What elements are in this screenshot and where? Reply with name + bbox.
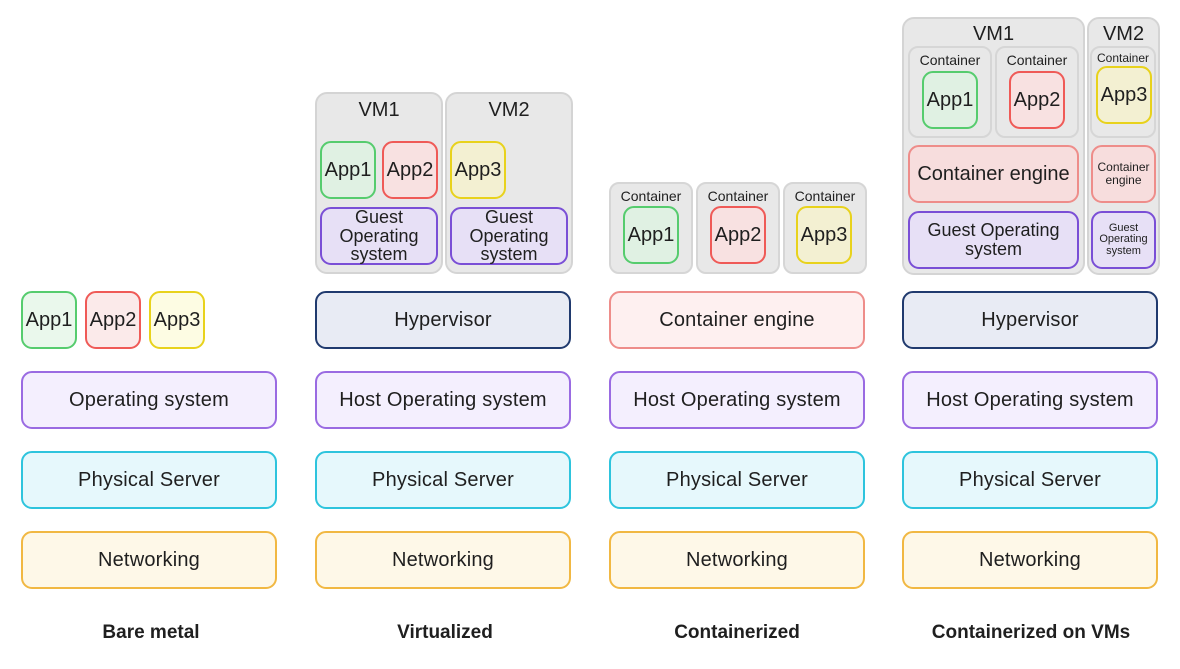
hypervisor-layer: Hypervisor bbox=[902, 291, 1158, 349]
vm1-container-engine: Container engine bbox=[908, 145, 1079, 203]
container-1-app1: App1 bbox=[623, 206, 679, 264]
app3-box: App3 bbox=[149, 291, 205, 349]
vm1-container-1-label: Container bbox=[919, 52, 981, 68]
host-os-layer: Host Operating system bbox=[902, 371, 1158, 429]
vm1-guest-os: Guest Operating system bbox=[320, 207, 438, 265]
vm1-container-2-label: Container bbox=[1006, 52, 1068, 68]
physical-server-layer: Physical Server bbox=[609, 451, 865, 509]
physical-server-layer: Physical Server bbox=[902, 451, 1158, 509]
app1-box: App1 bbox=[21, 291, 77, 349]
vm2-container-1-app3: App3 bbox=[1096, 66, 1152, 124]
vm2-container-1-label: Container bbox=[1096, 51, 1150, 65]
host-os-layer: Host Operating system bbox=[609, 371, 865, 429]
vm2-guest-os: Guest Operating system bbox=[1091, 211, 1156, 269]
caption-containerized-on-vms: Containerized on VMs bbox=[931, 622, 1131, 643]
vm2-app3-box: App3 bbox=[450, 141, 506, 199]
host-os-layer: Host Operating system bbox=[315, 371, 571, 429]
vm1-guest-os: Guest Operating system bbox=[908, 211, 1079, 269]
networking-layer: Networking bbox=[21, 531, 277, 589]
container-engine-layer: Container engine bbox=[609, 291, 865, 349]
hypervisor-layer: Hypervisor bbox=[315, 291, 571, 349]
vm1-container-1-app1: App1 bbox=[922, 71, 978, 129]
vm2-label: VM2 bbox=[1102, 23, 1145, 45]
vm1-app1-box: App1 bbox=[320, 141, 376, 199]
container-3-app3: App3 bbox=[796, 206, 852, 264]
app2-box: App2 bbox=[85, 291, 141, 349]
vm2-guest-os: Guest Operating system bbox=[450, 207, 568, 265]
vm1-label: VM1 bbox=[358, 99, 400, 121]
networking-layer: Networking bbox=[315, 531, 571, 589]
physical-server-layer: Physical Server bbox=[315, 451, 571, 509]
vm1-label: VM1 bbox=[972, 23, 1015, 45]
container-1-label: Container bbox=[620, 188, 682, 204]
vm1-container-2-app2: App2 bbox=[1009, 71, 1065, 129]
vm2-container-engine: Container engine bbox=[1091, 145, 1156, 203]
caption-virtualized: Virtualized bbox=[397, 622, 493, 643]
container-2-app2: App2 bbox=[710, 206, 766, 264]
physical-server-layer: Physical Server bbox=[21, 451, 277, 509]
caption-bare-metal: Bare metal bbox=[102, 622, 200, 643]
networking-layer: Networking bbox=[609, 531, 865, 589]
container-2-label: Container bbox=[707, 188, 769, 204]
vm2-label: VM2 bbox=[488, 99, 530, 121]
container-3-label: Container bbox=[794, 188, 856, 204]
vm1-app2-box: App2 bbox=[382, 141, 438, 199]
networking-layer: Networking bbox=[902, 531, 1158, 589]
caption-containerized: Containerized bbox=[674, 622, 800, 643]
operating-system-layer: Operating system bbox=[21, 371, 277, 429]
